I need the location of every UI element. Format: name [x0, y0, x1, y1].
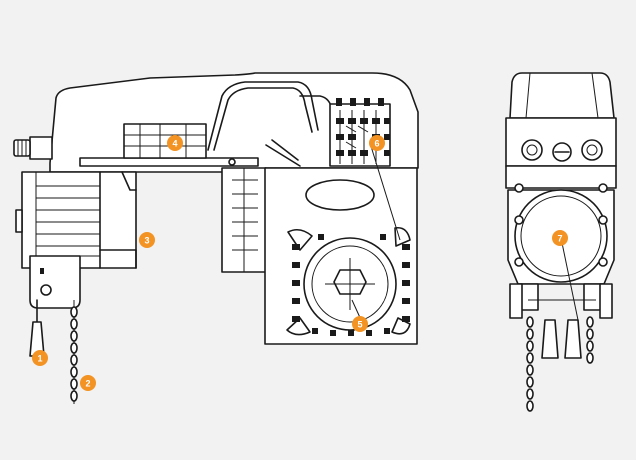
callout-marker: [352, 316, 368, 332]
gearbox: [264, 167, 418, 345]
callout-marker: [32, 350, 48, 366]
front-cover: [509, 72, 615, 119]
front-pull-handles: [541, 319, 582, 359]
callout-label: 6: [374, 139, 379, 149]
hand-release: [29, 255, 81, 357]
wire-bundle: [207, 81, 319, 151]
motor-body: [15, 171, 137, 269]
callout-5: 5: [352, 316, 368, 332]
callout-6: 6: [369, 135, 385, 151]
leader-6: [369, 142, 401, 241]
screw: [228, 158, 236, 166]
callout-3: 3: [139, 232, 155, 248]
callout-label: 5: [357, 320, 362, 330]
cable-gland: [13, 136, 53, 160]
callout-marker: [80, 375, 96, 391]
callout-label: 4: [172, 139, 177, 149]
callout-marker: [139, 232, 155, 248]
hand-chain: [70, 300, 78, 404]
callout-label: 7: [557, 234, 562, 244]
callout-7: 7: [552, 230, 568, 246]
wire-bundle-2: [213, 87, 313, 151]
relay-block: [123, 123, 207, 159]
callout-marker: [552, 230, 568, 246]
callout-marker: [369, 135, 385, 151]
leader-7: [560, 237, 579, 321]
glands: [521, 139, 603, 162]
callouts: 1 2 3 4 5 6 7: [32, 135, 568, 391]
front-view: [505, 72, 617, 412]
terminal-block: [329, 98, 391, 167]
side-view: [13, 72, 419, 404]
callout-label: 3: [144, 236, 149, 246]
callout-label: 2: [85, 379, 90, 389]
callout-2: 2: [80, 375, 96, 391]
front-bracket: [509, 283, 613, 319]
callout-4: 4: [167, 135, 183, 151]
callout-marker: [167, 135, 183, 151]
front-chain-left: [526, 316, 534, 412]
flange: [221, 167, 267, 273]
callout-label: 1: [37, 354, 42, 364]
front-chain-right: [586, 316, 594, 364]
callout-1: 1: [32, 350, 48, 366]
